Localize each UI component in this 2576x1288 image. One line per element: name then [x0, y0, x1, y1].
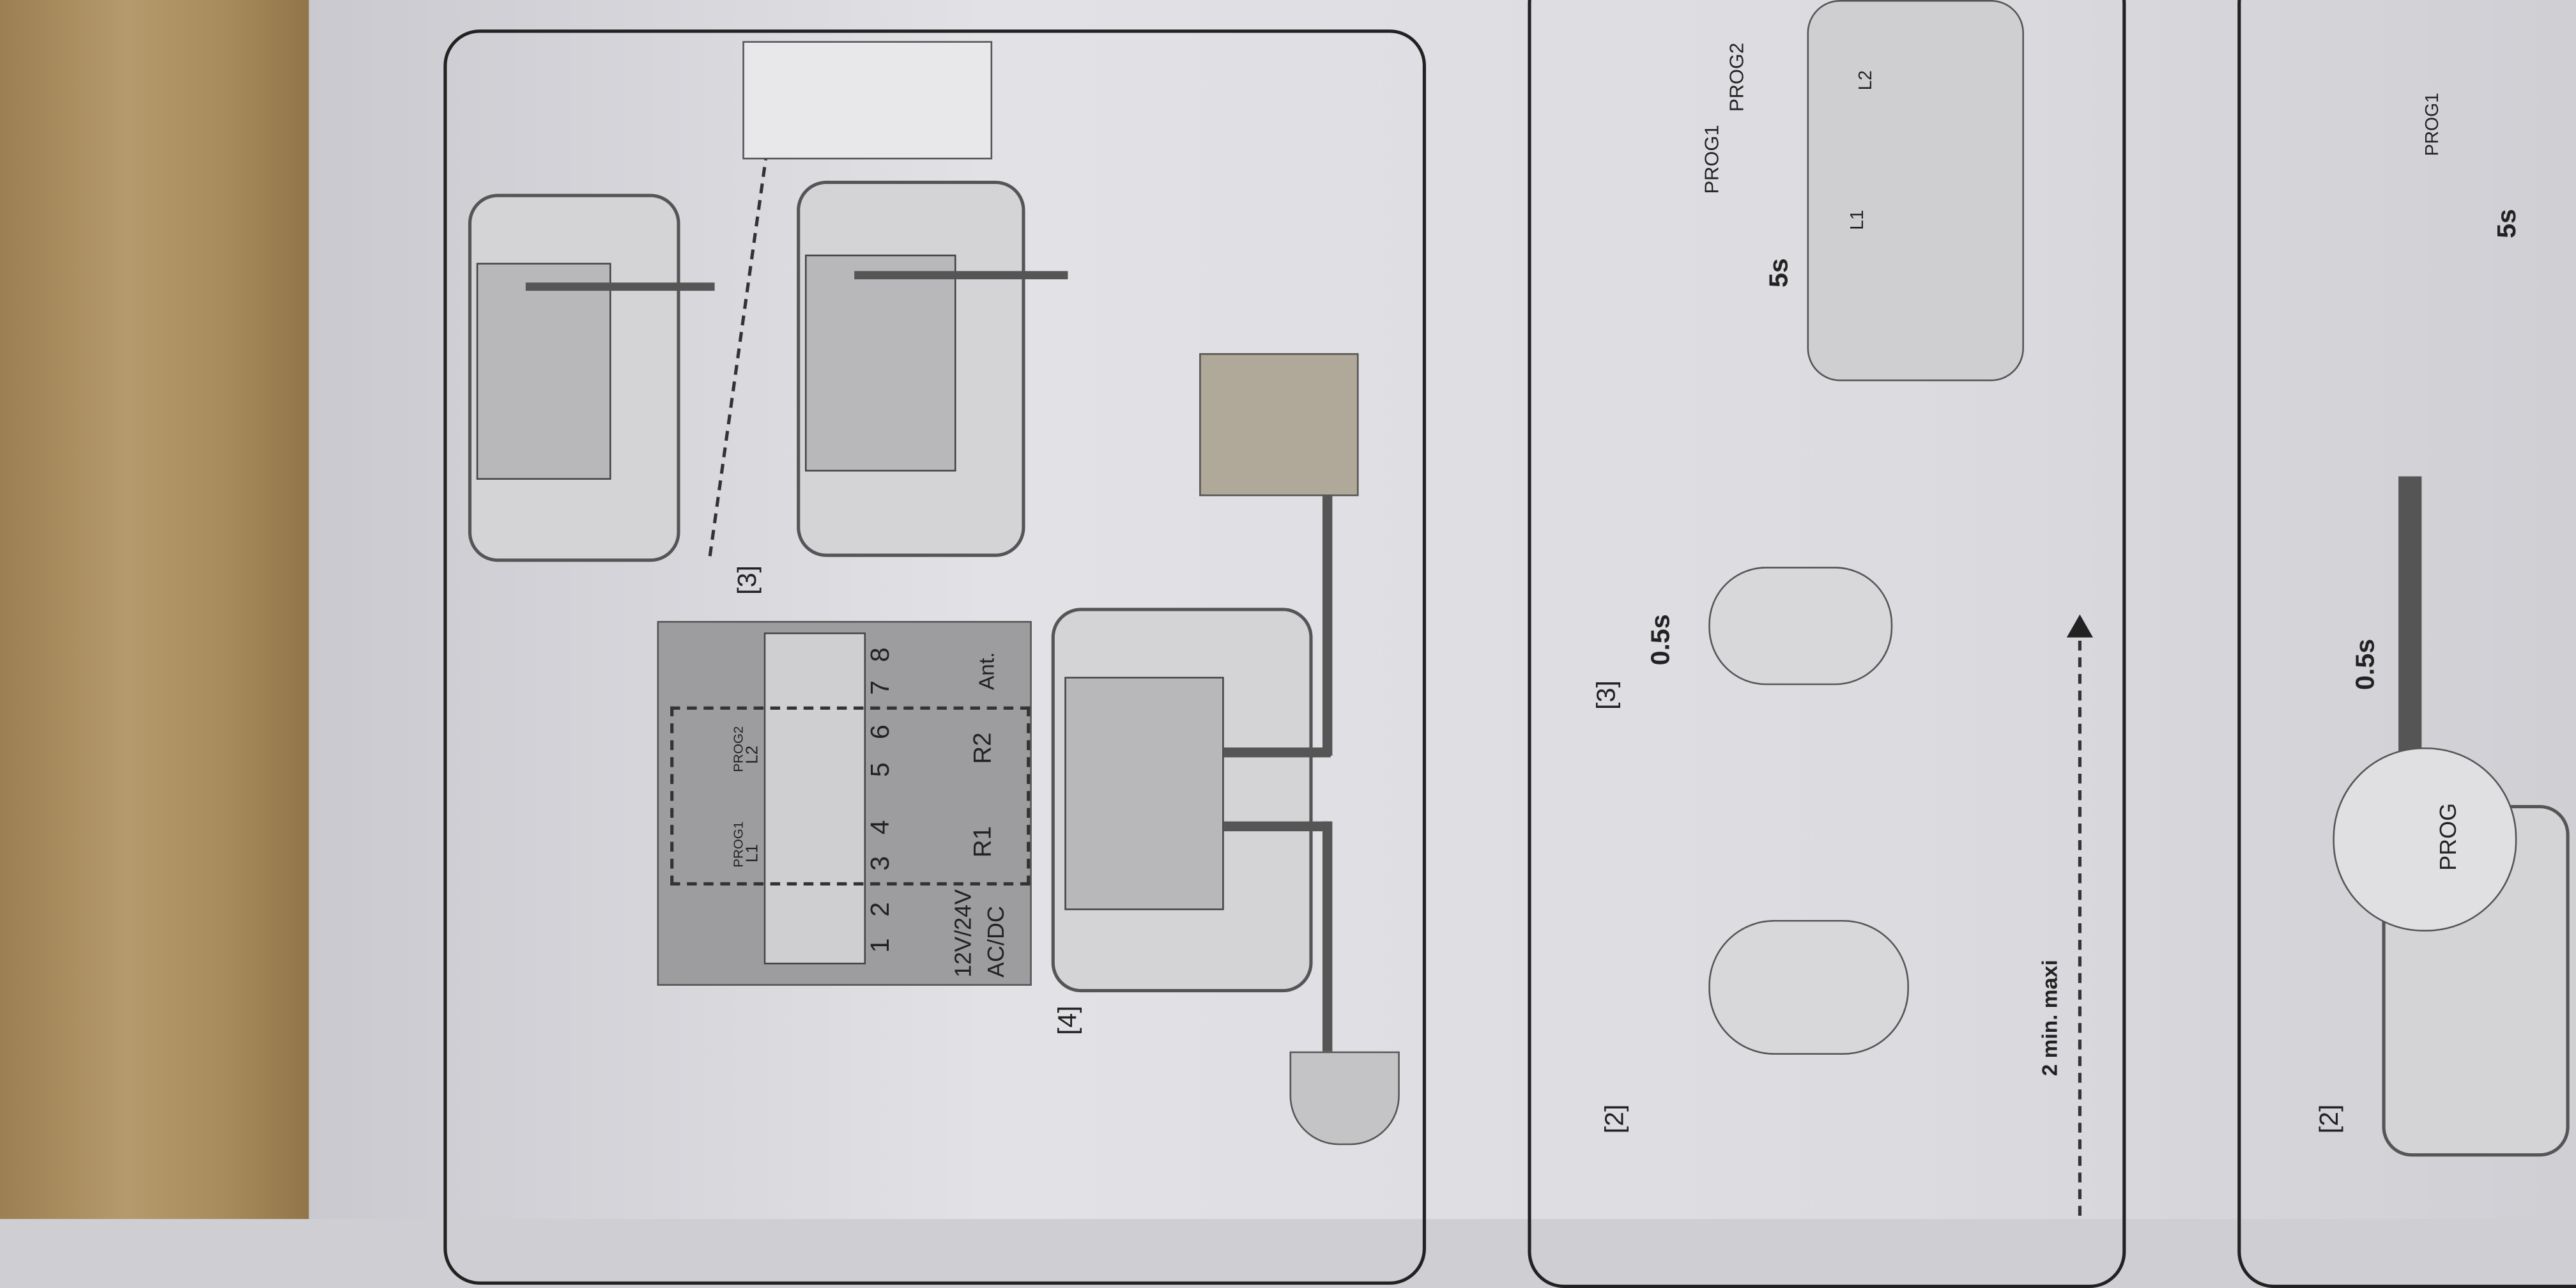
terminal-5: 5: [867, 762, 896, 778]
wooden-table-background: [0, 0, 316, 1219]
panel2-press-time: 0.5s: [1648, 614, 1676, 666]
step-2-label-panel3: [2]: [2316, 1104, 2345, 1134]
antenna-label: Ant.: [974, 652, 999, 690]
prog-dashed-box: [670, 706, 1031, 885]
panel3-prog-label: PROG: [2434, 802, 2461, 871]
antenna-wire: [525, 282, 715, 291]
panel3-press-time: 0.5s: [2352, 638, 2380, 690]
wire-to-gate: [1223, 747, 1331, 758]
terminal-2: 2: [867, 901, 896, 917]
manual-page: [309, 0, 2576, 1219]
panel2-prog2-label: PROG2: [1724, 42, 1748, 112]
timeout-label: 2 min. maxi: [2037, 960, 2062, 1077]
terminal-1: 1: [867, 938, 896, 953]
led1-label: L1: [744, 844, 763, 862]
terminal-strip: [763, 632, 866, 965]
relay-2-label: R2: [969, 732, 997, 764]
receiver-terminal-wired: [1064, 677, 1224, 910]
panel2-prog1-label: PROG1: [1700, 125, 1724, 194]
receiver-prog-buttons: [1807, 0, 2024, 381]
power-label-voltage: 12V/24V: [949, 889, 976, 977]
panel2-hold-time: 5s: [1766, 258, 1794, 288]
power-label-acdc: AC/DC: [982, 905, 1009, 977]
led2-label: L2: [744, 746, 763, 764]
panel2-led1-label: L1: [1848, 210, 1868, 230]
step-3-label: [3]: [734, 565, 763, 595]
arrow-right-icon: [2066, 614, 2093, 638]
receiver-terminal-antenna: [804, 254, 956, 471]
wire-vertical-gate: [1322, 493, 1333, 756]
panel3-hold-time: 5s: [2494, 209, 2522, 238]
remote-two-buttons-icon: [1708, 919, 1909, 1055]
timeout-line: [2078, 640, 2082, 1216]
terminal-3: 3: [867, 855, 896, 871]
panel2-led2-label: L2: [1856, 70, 1876, 91]
panel3-prog1-label: PROG1: [2423, 93, 2443, 157]
terminal-7: 7: [867, 680, 896, 695]
receiver-terminal-top: [476, 263, 611, 480]
step-2-label-panel2: [2]: [1602, 1104, 1630, 1134]
remote-control-icon: [1708, 567, 1893, 686]
terminal-4: 4: [867, 820, 896, 835]
wire-vertical-light: [1322, 821, 1333, 1052]
step-4-label: [4]: [1054, 1006, 1083, 1035]
step-3-label-panel2: [3]: [1593, 680, 1621, 710]
prog-button-magnifier: [2333, 747, 2517, 931]
relay-1-label: R1: [969, 825, 997, 858]
garage-door-icon: [1199, 353, 1359, 496]
terminal-6: 6: [867, 724, 896, 740]
antenna-detail: [742, 41, 993, 160]
antenna-cable: [854, 271, 1068, 280]
wire-to-light: [1223, 821, 1331, 832]
terminal-8: 8: [867, 647, 896, 663]
lamp-icon: [1289, 1051, 1400, 1146]
